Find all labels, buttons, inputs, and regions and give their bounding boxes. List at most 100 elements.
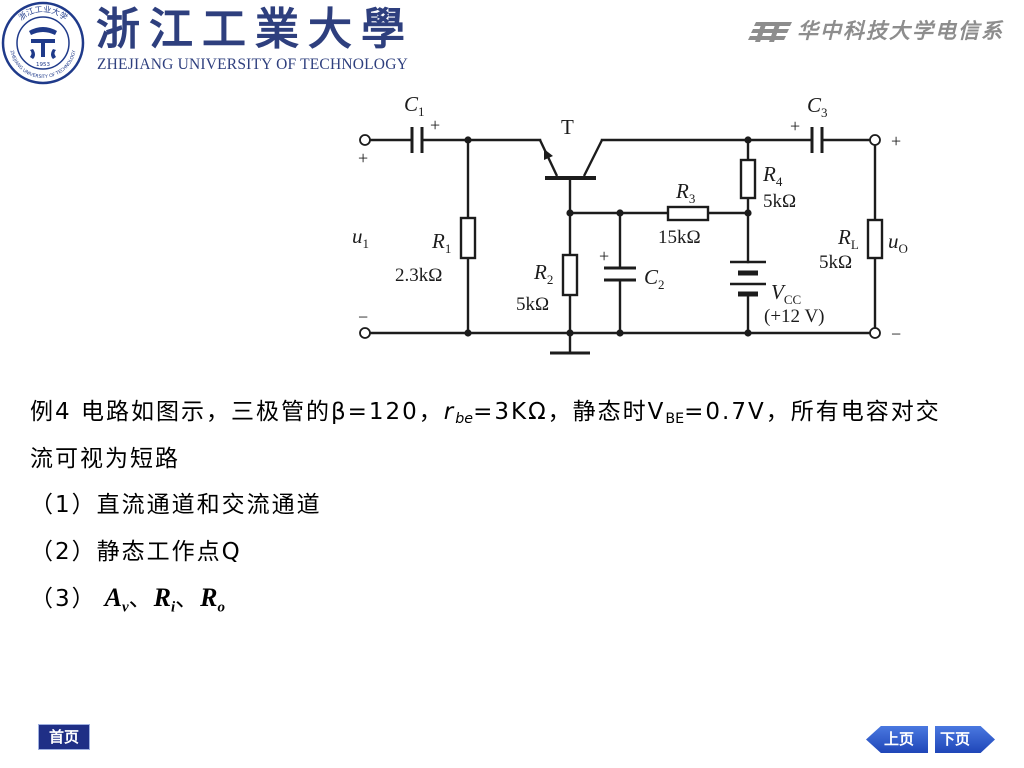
label-vcc: VCC: [771, 280, 801, 307]
problem-text: 例4 电路如图示，三极管的β=120，: [30, 399, 444, 425]
label-subscript: 4: [776, 174, 783, 189]
problem-text: =0.7V，所有电容对交: [684, 399, 941, 425]
terminals: [359, 134, 881, 339]
junction-node: [616, 209, 624, 217]
label-input-voltage: u1: [352, 224, 369, 251]
school-name-english: ZHEJIANG UNIVERSITY OF TECHNOLOGY: [97, 56, 408, 73]
problem-text: 流可视为短路: [30, 445, 180, 472]
input-minus: −: [358, 307, 368, 327]
junction-node: [616, 329, 624, 337]
problem-line-1: 例4 电路如图示，三极管的β=120，rbe=3KΩ，静态时VBE=0.7V，所…: [30, 389, 1015, 436]
home-button[interactable]: 首页: [38, 724, 90, 750]
emblem-stroke: [51, 49, 56, 59]
wires: [368, 138, 877, 355]
school-name-chinese: 浙江工業大學: [96, 4, 414, 55]
circuit-diagram: C1 + T C3 + + − u1 R1 2.3kΩ R2 5kΩ R3 15…: [352, 92, 908, 355]
next-page-label: 下页: [940, 730, 971, 748]
label-subscript: 2: [658, 277, 665, 292]
junction-node: [744, 136, 752, 144]
label-r1: R1: [431, 229, 451, 256]
label-subscript: CC: [784, 292, 801, 307]
c3-polarity: +: [790, 116, 800, 136]
label-symbol: R: [837, 225, 851, 249]
label-c3: C3: [807, 93, 828, 120]
value-rl: 5kΩ: [819, 252, 852, 273]
resistors: [459, 158, 884, 297]
c2-polarity: +: [599, 246, 609, 266]
emblem-stroke: [30, 49, 35, 59]
c1-polarity: +: [430, 115, 440, 135]
junction-node: [566, 329, 574, 337]
subscript-i: i: [171, 599, 176, 616]
label-subscript: 1: [418, 104, 425, 119]
previous-page-label: 上页: [884, 730, 915, 748]
subscript-o: o: [217, 599, 226, 616]
junction-nodes: [464, 136, 752, 337]
junction-node: [744, 329, 752, 337]
capacitor-c3: [810, 127, 824, 153]
symbol-input-resistance: R: [153, 583, 171, 612]
seal-emblem-icon: [29, 27, 57, 59]
next-page-button[interactable]: 下页: [935, 726, 995, 753]
label-output-voltage: uO: [888, 229, 908, 256]
value-r1: 2.3kΩ: [395, 265, 442, 286]
junction-node: [744, 209, 752, 217]
question-1: （1）直流通道和交流通道: [30, 482, 1015, 529]
label-symbol: C: [644, 265, 659, 289]
problem-text: =3KΩ，静态时V: [473, 399, 666, 425]
label-symbol: C: [404, 92, 419, 116]
emitter-arrow-icon: [544, 149, 553, 160]
input-plus: +: [358, 148, 368, 168]
battery-vcc: [730, 260, 766, 297]
emblem-stroke: [29, 27, 57, 35]
emblem-stroke: [31, 39, 55, 57]
label-subscript: 3: [821, 105, 828, 120]
question-text: （1）直流通道和交流通道: [30, 492, 322, 518]
label-r3: R3: [675, 179, 695, 206]
subscript-be: be: [455, 410, 474, 427]
label-r4: R4: [762, 162, 783, 189]
output-terminal-bottom: [869, 327, 881, 339]
value-vcc: (+12 V): [764, 306, 825, 327]
label-symbol: R: [675, 179, 689, 203]
resistor-rl: [866, 218, 884, 260]
junction-node: [464, 136, 472, 144]
output-plus: +: [891, 131, 901, 151]
question-3: （3）Av、Ri、Ro: [30, 575, 1015, 622]
problem-statement: 例4 电路如图示，三极管的β=120，rbe=3KΩ，静态时VBE=0.7V，所…: [30, 389, 1015, 622]
label-symbol: u: [888, 229, 899, 253]
symbol-r: r: [443, 399, 456, 425]
output-terminal-top: [869, 134, 881, 146]
label-symbol: R: [533, 260, 547, 284]
label-c1: C1: [404, 92, 425, 119]
label-subscript: 1: [363, 236, 370, 251]
junction-node: [464, 329, 472, 337]
output-minus: −: [891, 324, 901, 344]
label-symbol: V: [771, 280, 786, 304]
label-subscript: O: [899, 241, 908, 256]
resistor-r4: [739, 158, 757, 200]
hust-logo-icon: [748, 22, 792, 42]
capacitor-c1: [410, 127, 424, 153]
input-terminal-top: [359, 134, 371, 146]
logo-stripe: [755, 22, 767, 42]
resistor-r2: [561, 253, 579, 297]
label-symbol: C: [807, 93, 822, 117]
value-r4: 5kΩ: [763, 191, 796, 212]
question-prefix: （3）: [30, 586, 97, 612]
label-subscript: 2: [547, 272, 554, 287]
junction-node: [566, 209, 574, 217]
symbol-output-resistance: R: [200, 583, 218, 612]
value-r2: 5kΩ: [516, 294, 549, 315]
previous-page-button[interactable]: 上页: [866, 726, 928, 753]
label-r2: R2: [533, 260, 553, 287]
resistor-r1: [459, 216, 477, 260]
seal-year: 1953: [36, 62, 50, 68]
subscript-BE: BE: [665, 410, 685, 427]
resistor-r3: [666, 205, 710, 222]
label-subscript: 3: [689, 191, 696, 206]
capacitor-c2: [604, 266, 636, 282]
label-symbol: R: [762, 162, 776, 186]
label-transistor: T: [561, 115, 574, 139]
